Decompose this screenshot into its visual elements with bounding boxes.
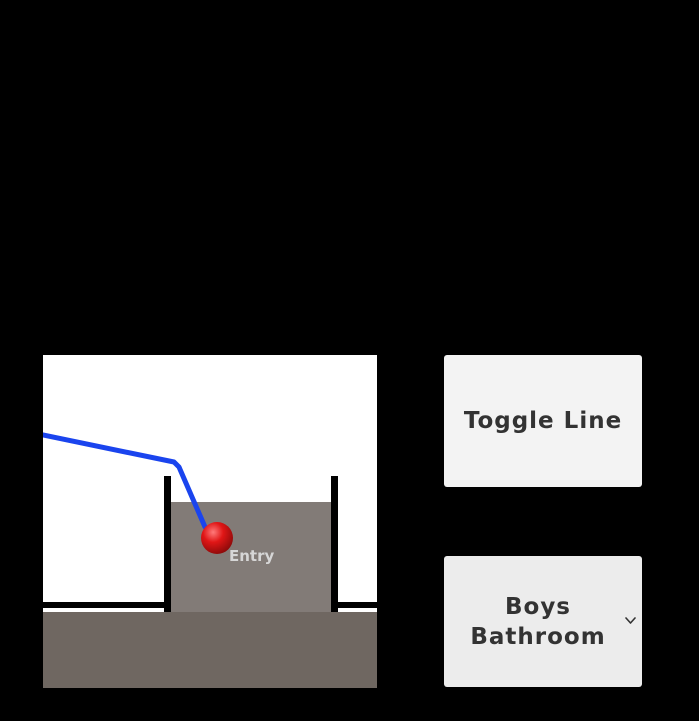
navigation-path-line <box>43 432 208 530</box>
wall-left-horizontal <box>43 602 167 608</box>
toggle-line-label: Toggle Line <box>463 408 623 434</box>
floor <box>43 612 377 688</box>
destination-selected-value: Boys Bathroom <box>470 593 606 650</box>
wall-right-horizontal <box>337 602 377 608</box>
entry-label: Entry <box>229 547 274 565</box>
wall-left-vertical <box>164 476 171 612</box>
toggle-line-button[interactable]: Toggle Line <box>444 355 642 487</box>
entry-room <box>171 502 334 612</box>
game-viewport[interactable]: Entry <box>43 355 377 688</box>
scene-canvas: Entry <box>43 432 377 688</box>
destination-dropdown[interactable]: Boys Bathroom <box>444 556 642 687</box>
wall-right-vertical <box>331 476 338 612</box>
chevron-down-icon <box>625 617 636 624</box>
player-ball <box>201 522 233 554</box>
